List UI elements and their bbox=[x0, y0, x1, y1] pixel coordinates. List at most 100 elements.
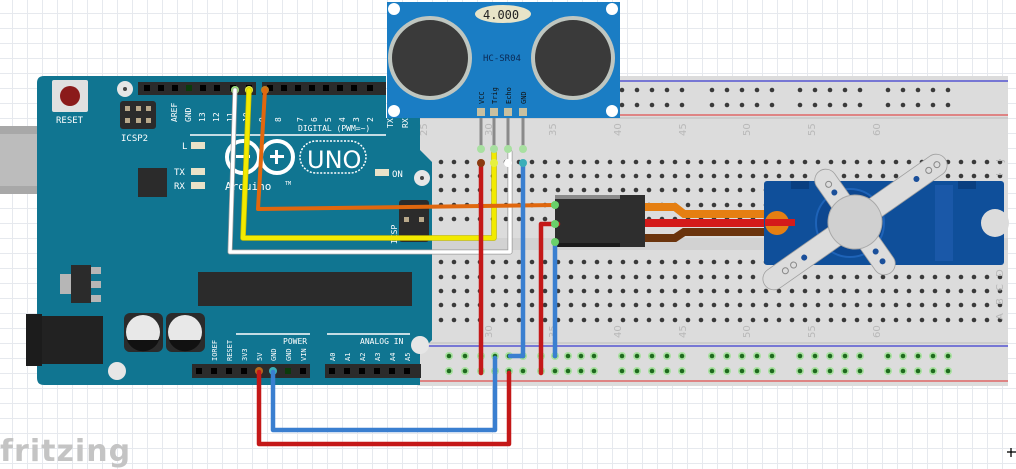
rail-hole[interactable] bbox=[827, 102, 833, 108]
breadboard-hole[interactable] bbox=[984, 302, 990, 308]
breadboard-hole[interactable] bbox=[451, 274, 457, 280]
breadboard-hole[interactable] bbox=[490, 288, 496, 294]
wire-5v[interactable] bbox=[256, 369, 512, 447]
breadboard-hole[interactable] bbox=[529, 317, 535, 323]
header-pin[interactable] bbox=[172, 85, 178, 91]
breadboard-hole[interactable] bbox=[828, 274, 834, 280]
breadboard-hole[interactable] bbox=[672, 274, 678, 280]
breadboard-hole[interactable] bbox=[620, 302, 626, 308]
breadboard-hole[interactable] bbox=[490, 274, 496, 280]
breadboard-hole[interactable] bbox=[490, 302, 496, 308]
breadboard-hole[interactable] bbox=[594, 173, 600, 179]
breadboard-hole[interactable] bbox=[516, 216, 522, 222]
breadboard-hole[interactable] bbox=[724, 187, 730, 193]
header-pin[interactable] bbox=[359, 368, 365, 374]
rail-hole[interactable] bbox=[520, 368, 526, 374]
breadboard-hole[interactable] bbox=[672, 317, 678, 323]
breadboard-hole[interactable] bbox=[893, 317, 899, 323]
breadboard-hole[interactable] bbox=[750, 274, 756, 280]
breadboard-hole[interactable] bbox=[698, 173, 704, 179]
servo-horn[interactable] bbox=[729, 108, 980, 336]
breadboard-hole[interactable] bbox=[828, 288, 834, 294]
header-pin[interactable] bbox=[300, 368, 306, 374]
breadboard-hole[interactable] bbox=[867, 159, 873, 165]
header-pin[interactable] bbox=[329, 368, 335, 374]
breadboard-hole[interactable] bbox=[724, 274, 730, 280]
breadboard-hole[interactable] bbox=[776, 317, 782, 323]
breadboard-hole[interactable] bbox=[698, 317, 704, 323]
rail-hole[interactable] bbox=[552, 368, 558, 374]
breadboard-hole[interactable] bbox=[750, 288, 756, 294]
breadboard-hole[interactable] bbox=[659, 173, 665, 179]
rail-hole[interactable] bbox=[739, 102, 745, 108]
breadboard-hole[interactable] bbox=[464, 216, 470, 222]
header-pin[interactable] bbox=[196, 368, 202, 374]
breadboard-hole[interactable] bbox=[607, 259, 613, 265]
rail-hole[interactable] bbox=[915, 102, 921, 108]
breadboard-hole[interactable] bbox=[854, 159, 860, 165]
breadboard-hole[interactable] bbox=[802, 173, 808, 179]
breadboard-hole[interactable] bbox=[646, 173, 652, 179]
breadboard-hole[interactable] bbox=[633, 274, 639, 280]
sensor-pin[interactable] bbox=[477, 108, 485, 116]
breadboard-hole[interactable] bbox=[464, 159, 470, 165]
rail-hole[interactable] bbox=[739, 353, 745, 359]
breadboard-hole[interactable] bbox=[724, 159, 730, 165]
breadboard-hole[interactable] bbox=[529, 187, 535, 193]
breadboard-hole[interactable] bbox=[763, 159, 769, 165]
breadboard-hole[interactable] bbox=[646, 302, 652, 308]
breadboard-hole[interactable] bbox=[737, 288, 743, 294]
breadboard-hole[interactable] bbox=[607, 173, 613, 179]
breadboard-hole[interactable] bbox=[581, 317, 587, 323]
rail-hole[interactable] bbox=[619, 87, 625, 93]
breadboard-hole[interactable] bbox=[581, 274, 587, 280]
breadboard-hole[interactable] bbox=[633, 288, 639, 294]
rail-hole[interactable] bbox=[634, 87, 640, 93]
breadboard-hole[interactable] bbox=[568, 159, 574, 165]
breadboard-hole[interactable] bbox=[438, 274, 444, 280]
rail-hole[interactable] bbox=[769, 102, 775, 108]
rail-hole[interactable] bbox=[769, 368, 775, 374]
breadboard-hole[interactable] bbox=[516, 288, 522, 294]
breadboard-hole[interactable] bbox=[633, 317, 639, 323]
breadboard-hole[interactable] bbox=[659, 259, 665, 265]
breadboard-hole[interactable] bbox=[789, 317, 795, 323]
header-pin[interactable] bbox=[309, 85, 315, 91]
breadboard-hole[interactable] bbox=[438, 317, 444, 323]
rail-hole[interactable] bbox=[842, 87, 848, 93]
breadboard-hole[interactable] bbox=[594, 302, 600, 308]
rail-hole[interactable] bbox=[709, 87, 715, 93]
breadboard-hole[interactable] bbox=[997, 288, 1003, 294]
breadboard-hole[interactable] bbox=[802, 302, 808, 308]
breadboard-hole[interactable] bbox=[438, 159, 444, 165]
breadboard-hole[interactable] bbox=[464, 187, 470, 193]
breadboard-hole[interactable] bbox=[503, 173, 509, 179]
breadboard-hole[interactable] bbox=[581, 159, 587, 165]
header-pin[interactable] bbox=[281, 85, 287, 91]
breadboard-hole[interactable] bbox=[555, 187, 561, 193]
breadboard-hole[interactable] bbox=[685, 274, 691, 280]
rail-hole[interactable] bbox=[565, 353, 571, 359]
breadboard-hole[interactable] bbox=[620, 173, 626, 179]
breadboard-hole[interactable] bbox=[503, 302, 509, 308]
breadboard-hole[interactable] bbox=[880, 159, 886, 165]
breadboard-hole[interactable] bbox=[737, 259, 743, 265]
breadboard-hole[interactable] bbox=[620, 317, 626, 323]
breadboard-hole[interactable] bbox=[971, 159, 977, 165]
header-pin[interactable] bbox=[344, 368, 350, 374]
breadboard-hole[interactable] bbox=[789, 288, 795, 294]
breadboard-hole[interactable] bbox=[438, 173, 444, 179]
breadboard-hole[interactable] bbox=[607, 274, 613, 280]
breadboard-hole[interactable] bbox=[867, 317, 873, 323]
breadboard-hole[interactable] bbox=[880, 288, 886, 294]
breadboard-hole[interactable] bbox=[685, 202, 691, 208]
breadboard-hole[interactable] bbox=[880, 173, 886, 179]
breadboard-hole[interactable] bbox=[529, 173, 535, 179]
wire-echo[interactable] bbox=[228, 88, 512, 254]
breadboard-hole[interactable] bbox=[789, 173, 795, 179]
breadboard-hole[interactable] bbox=[750, 173, 756, 179]
breadboard-hole[interactable] bbox=[958, 274, 964, 280]
breadboard-hole[interactable] bbox=[607, 302, 613, 308]
breadboard-hole[interactable] bbox=[893, 302, 899, 308]
breadboard-hole[interactable] bbox=[698, 274, 704, 280]
